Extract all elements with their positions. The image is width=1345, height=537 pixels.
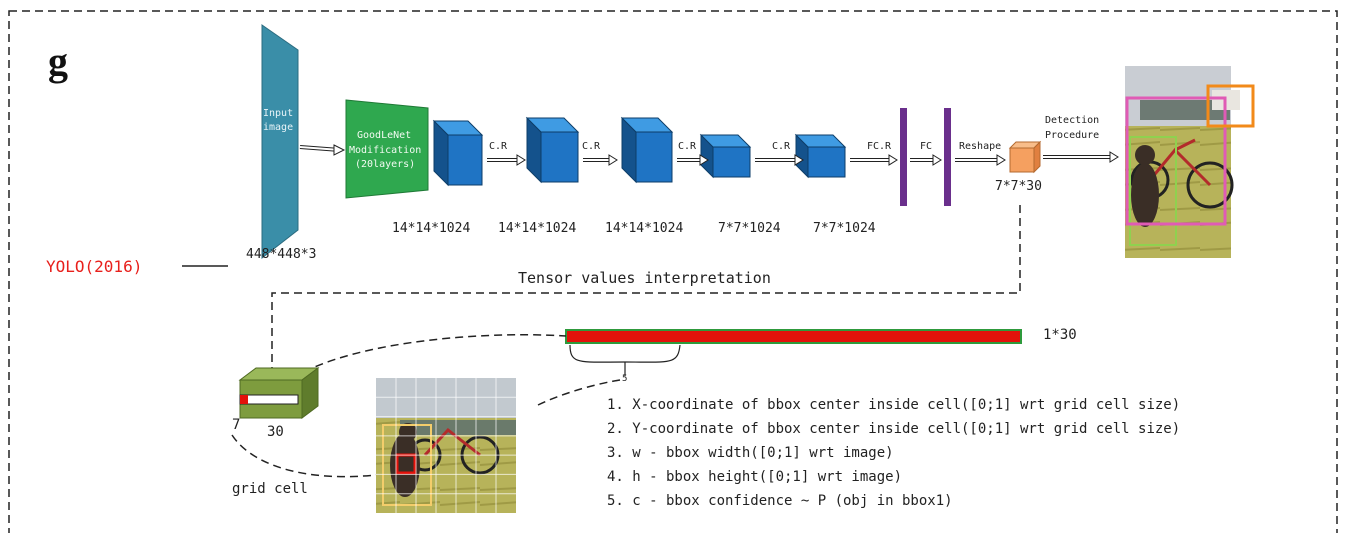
interpretation-item-5: 5. c - bbox confidence ~ P (obj in bbox1… bbox=[607, 493, 953, 509]
op-label-1: C.R bbox=[489, 141, 508, 152]
conv-block-4 bbox=[699, 133, 752, 179]
flow-arrows bbox=[487, 151, 1119, 166]
backbone-label-line1: GoodLeNet bbox=[357, 130, 412, 141]
model-label: YOLO(2016) bbox=[46, 257, 143, 276]
vector-size-label: 1*30 bbox=[1043, 327, 1077, 343]
conv-block-2 bbox=[525, 116, 580, 184]
block-size-3: 14*14*1024 bbox=[605, 221, 684, 236]
block-size-1: 14*14*1024 bbox=[392, 221, 471, 236]
arrow-input-to-backbone bbox=[299, 144, 346, 156]
op-label-5: FC.R bbox=[867, 141, 892, 152]
panel-letter: g bbox=[48, 39, 68, 84]
curve-image-to-list bbox=[537, 379, 621, 406]
input-image-plane bbox=[261, 24, 299, 260]
detection-label-line1: Detection bbox=[1045, 115, 1100, 126]
flow-arrow-4 bbox=[755, 154, 804, 166]
fc-bar-2 bbox=[944, 108, 951, 206]
tensor-caption: Tensor values interpretation bbox=[518, 269, 771, 287]
input-label-line2: image bbox=[263, 122, 294, 133]
conv-block-1 bbox=[432, 119, 484, 187]
interpretation-item-3: 3. w - bbox width([0;1] wrt image) bbox=[607, 445, 894, 461]
reshape-label: Reshape bbox=[959, 141, 1002, 152]
input-label-line1: Input bbox=[263, 108, 294, 119]
backbone-network-block bbox=[345, 99, 429, 199]
detection-label-line2: Procedure bbox=[1045, 130, 1100, 141]
grid-cell-cube bbox=[238, 367, 320, 419]
detection-result-image bbox=[1125, 66, 1255, 258]
fc-bar-1 bbox=[900, 108, 907, 206]
output-size-label: 7*7*30 bbox=[995, 179, 1042, 194]
output-cube bbox=[1008, 140, 1042, 174]
flow-arrow-7 bbox=[955, 154, 1006, 166]
block-size-4: 7*7*1024 bbox=[718, 221, 781, 236]
fc-label: FC bbox=[920, 141, 933, 152]
flow-arrow-3 bbox=[677, 154, 709, 166]
flow-arrow-5 bbox=[850, 154, 898, 166]
grid-image bbox=[376, 378, 516, 513]
flow-arrow-8 bbox=[1043, 151, 1119, 163]
output-vector-bar bbox=[565, 329, 1022, 344]
curve-cell-to-image bbox=[231, 434, 399, 478]
outer-dashed-frame bbox=[8, 10, 1338, 537]
flow-arrow-1 bbox=[487, 154, 526, 166]
conv-blocks bbox=[432, 116, 847, 187]
conv-block-3 bbox=[620, 116, 674, 184]
grid-cell-caption: grid cell bbox=[232, 481, 308, 497]
op-label-3: C.R bbox=[678, 141, 697, 152]
op-label-2: C.R bbox=[582, 141, 601, 152]
op-label-4: C.R bbox=[772, 141, 791, 152]
block-size-5: 7*7*1024 bbox=[813, 221, 876, 236]
grid-depth-label: 30 bbox=[267, 424, 284, 440]
tensor-dashed-connector bbox=[271, 205, 1021, 385]
brace-first-five bbox=[569, 344, 681, 363]
interpretation-item-1: 1. X-coordinate of bbox center inside ce… bbox=[607, 397, 1181, 413]
input-size-label: 448*448*3 bbox=[246, 247, 317, 262]
interpretation-item-2: 2. Y-coordinate of bbox center inside ce… bbox=[607, 421, 1181, 437]
block-size-2: 14*14*1024 bbox=[498, 221, 577, 236]
grid-dim-label: 7 bbox=[232, 417, 241, 433]
brace-count-label: 5 bbox=[622, 374, 628, 384]
interpretation-item-4: 4. h - bbox height([0;1] wrt image) bbox=[607, 469, 903, 485]
flow-arrow-2 bbox=[583, 154, 618, 166]
backbone-label-line3: (20layers) bbox=[355, 159, 416, 170]
backbone-label-line2: Modification bbox=[349, 145, 422, 156]
conv-block-5 bbox=[794, 133, 847, 179]
flow-arrow-6 bbox=[910, 154, 942, 166]
